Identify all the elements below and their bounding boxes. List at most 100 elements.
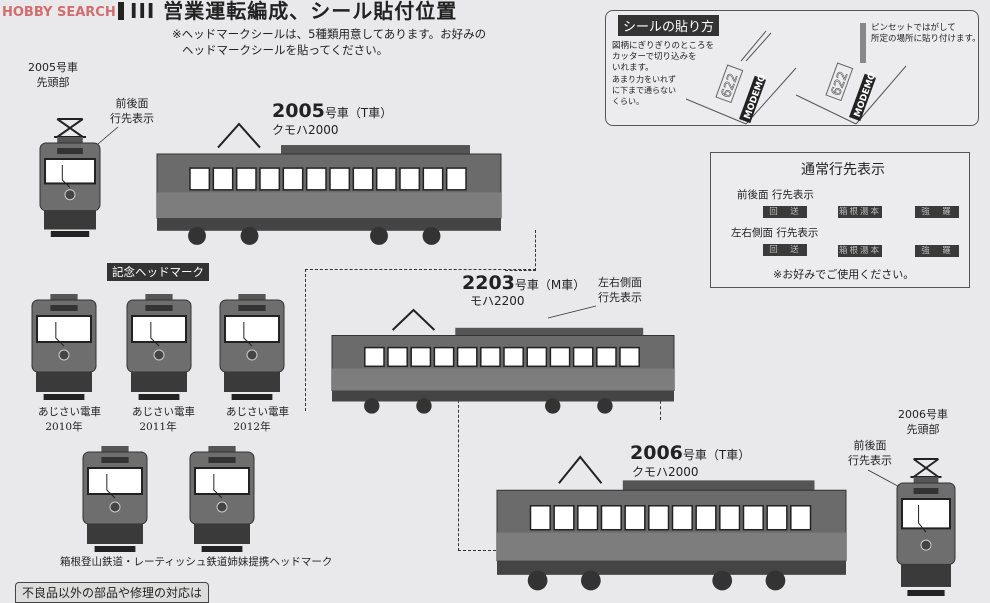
- dest-side-2: 強 羅: [915, 245, 959, 257]
- front-window: [131, 315, 187, 343]
- callout-line: [84, 126, 906, 491]
- window: [387, 346, 408, 368]
- headmark-icon: [64, 189, 76, 201]
- window: [189, 167, 211, 191]
- headmark-front-sister-2: [189, 446, 255, 552]
- window: [212, 167, 234, 191]
- headmark-title: 記念ヘッドマーク: [107, 263, 209, 281]
- skirt: [87, 524, 143, 544]
- wheel: [580, 570, 601, 591]
- window: [596, 346, 617, 368]
- wheel: [370, 226, 388, 245]
- window: [503, 346, 524, 368]
- headmark-front-2012: [219, 294, 285, 400]
- lower-body: [157, 192, 501, 218]
- car-2006-model: クモハ2000: [632, 465, 699, 479]
- front-window: [224, 315, 280, 343]
- car-2005-model: クモハ2000: [272, 123, 339, 137]
- front-window: [901, 498, 951, 530]
- destination-sign: [57, 148, 83, 154]
- skirt: [131, 372, 187, 392]
- window: [742, 505, 764, 531]
- skirt: [901, 564, 951, 587]
- page-title: III 営業運転編成、シール貼付位置: [118, 0, 457, 22]
- car-2203-model: モハ2200: [470, 294, 525, 308]
- coupler: [50, 231, 90, 237]
- window: [422, 167, 444, 191]
- headmark-front-2010: [31, 294, 97, 400]
- watermark: HOBBY SEARCH: [2, 5, 116, 20]
- destination-sign: [208, 457, 236, 463]
- wiper: [150, 322, 160, 347]
- roof: [281, 145, 470, 156]
- pantograph-icon: [558, 455, 603, 484]
- lower-body: [497, 532, 846, 561]
- coupler: [201, 546, 243, 552]
- skirt: [44, 210, 96, 230]
- window: [282, 167, 304, 191]
- window: [648, 505, 670, 531]
- wheel: [364, 398, 380, 414]
- window: [433, 346, 455, 368]
- destination-sign: [50, 305, 78, 311]
- front-2006-callout: 前後面行先表示: [848, 439, 892, 467]
- window: [766, 505, 788, 531]
- window: [719, 505, 741, 531]
- side-dest-label: 左右側面 行先表示: [731, 227, 819, 239]
- sample-brand: MODEMO: [853, 71, 879, 119]
- pantograph-icon: [54, 118, 86, 138]
- sticker-step1: 図柄にぎりぎりのところをカッターで切り込みをいれます。あまり力をいれずに下まで通…: [612, 41, 715, 106]
- sticker-illustration: 622 MODEMO 622 MODEMO: [685, 23, 907, 125]
- headmark-note-1: ※ヘッドマークシールは、5種類用意してあります。お好みの: [172, 27, 487, 41]
- roof: [622, 480, 815, 492]
- underframe: [157, 218, 501, 231]
- skirt: [224, 372, 280, 392]
- dest-front-2: 強 羅: [915, 206, 959, 218]
- destination-sign: [238, 305, 266, 311]
- headmark-icon: [216, 501, 228, 513]
- window: [549, 346, 571, 368]
- destination-sign: [913, 488, 939, 494]
- window: [572, 346, 594, 368]
- coupling-connector: [660, 390, 661, 420]
- headmark-icon: [109, 501, 121, 513]
- headmark-front-sister-1: [82, 446, 148, 552]
- skirt: [36, 372, 92, 392]
- roof: [455, 327, 644, 337]
- window: [480, 346, 501, 368]
- window: [364, 346, 385, 368]
- window: [352, 167, 374, 191]
- window: [526, 346, 548, 368]
- train-front-2006: [896, 458, 956, 596]
- side-dest-callout: 左右側面行先表示: [598, 276, 642, 304]
- dest-front-0: 回 送: [763, 206, 807, 218]
- pantograph-icon: [217, 122, 261, 149]
- headmark-icon: [246, 349, 258, 361]
- window: [305, 167, 327, 191]
- dest-front-1: 箱根湯本: [838, 206, 882, 218]
- roof: [913, 477, 939, 485]
- train-side-2005: [156, 122, 502, 245]
- underframe: [497, 560, 846, 575]
- window: [790, 505, 812, 531]
- coupler: [43, 394, 85, 400]
- window: [619, 346, 640, 368]
- headmark-icon: [58, 349, 70, 361]
- window: [235, 167, 257, 191]
- underframe: [332, 390, 674, 402]
- destination-sign: [101, 457, 129, 463]
- window: [695, 505, 717, 531]
- front-2005-label: 2005号車先頭部: [28, 61, 78, 89]
- wheel: [765, 570, 786, 591]
- wiper: [213, 474, 223, 499]
- sister-headmark-caption: 箱根登山鉄道・レーティッシュ鉄道姉妹提携ヘッドマーク: [60, 556, 333, 568]
- front-2005-callout: 前後面行先表示: [110, 97, 154, 125]
- coupling-connector: [505, 230, 536, 271]
- destination-panel: 通常行先表示 前後面 行先表示 回 送 箱根湯本 強 羅 左右側面 行先表示 回…: [710, 152, 970, 288]
- front-window: [194, 467, 250, 495]
- window: [375, 167, 397, 191]
- window: [529, 505, 551, 531]
- destination-footer: ※お好みでご使用ください。: [773, 268, 915, 281]
- roof: [238, 294, 266, 302]
